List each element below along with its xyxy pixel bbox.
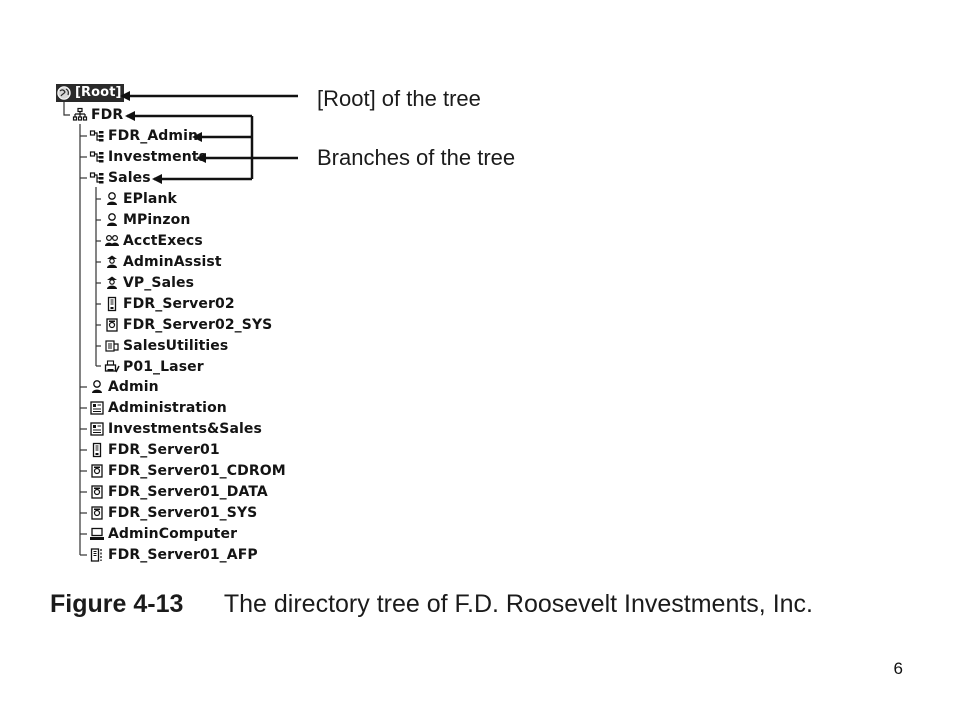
tree-node-fdr-admin[interactable]: FDR_Admin xyxy=(89,127,198,145)
profile-icon xyxy=(90,401,104,415)
sales-child-label: FDR_Server02 xyxy=(123,296,235,312)
org-child-label: Administration xyxy=(108,400,227,416)
sales-child-label: P01_Laser xyxy=(123,359,204,375)
volume-icon xyxy=(91,464,103,478)
organizational-role-icon xyxy=(107,276,117,289)
org-child-label: AdminComputer xyxy=(108,526,238,542)
tree-node-investments[interactable]: Investments xyxy=(89,148,207,166)
organizational-role-icon xyxy=(107,255,117,268)
tree-node-fdr-server02-sys[interactable]: FDR_Server02_SYS xyxy=(104,316,272,334)
organization-icon xyxy=(72,107,88,121)
root-annotation: [Root] of the tree xyxy=(317,86,481,111)
tree-node-fdr-server01[interactable]: FDR_Server01 xyxy=(89,441,220,459)
volume-icon xyxy=(91,485,103,499)
profile-icon xyxy=(90,422,104,436)
tree-node-admin[interactable]: Admin xyxy=(89,378,159,396)
sales-child-label: AcctExecs xyxy=(123,233,203,249)
group-icon xyxy=(105,234,119,246)
tree-node-acctexecs[interactable]: AcctExecs xyxy=(104,232,203,250)
organization-label: FDR xyxy=(91,107,124,123)
tree-node-fdr-server01-data[interactable]: FDR_Server01_DATA xyxy=(89,483,268,501)
branch-label: FDR_Admin xyxy=(108,128,199,144)
computer-icon xyxy=(90,527,104,540)
sales-child-label: VP_Sales xyxy=(123,275,195,291)
volume-icon xyxy=(91,506,103,520)
user-icon xyxy=(92,380,102,393)
org-child-label: FDR_Server01_CDROM xyxy=(108,463,286,479)
tree-node-investments-sales[interactable]: Investments&Sales xyxy=(89,420,262,438)
tree-node-eplank[interactable]: EPlank xyxy=(104,190,177,208)
org-child-label: FDR_Server01_AFP xyxy=(108,547,258,563)
tree-node-fdr-server01-sys[interactable]: FDR_Server01_SYS xyxy=(89,504,257,522)
tree-node-organization[interactable]: FDR xyxy=(72,106,123,124)
tree-root-label: [Root] xyxy=(75,85,122,100)
tree-node-adminassist[interactable]: AdminAssist xyxy=(104,253,222,271)
tree-root-node[interactable]: [Root] xyxy=(56,84,124,102)
tree-node-salesutilities[interactable]: SalesUtilities xyxy=(104,337,228,355)
user-icon xyxy=(107,213,117,226)
tree-node-mpinzon[interactable]: MPinzon xyxy=(104,211,190,229)
tree-node-fdr-server01-cdrom[interactable]: FDR_Server01_CDROM xyxy=(89,462,286,480)
server-icon xyxy=(107,296,117,312)
directory-map-icon xyxy=(105,340,119,352)
sales-child-label: FDR_Server02_SYS xyxy=(123,317,273,333)
org-child-label: FDR_Server01 xyxy=(108,442,220,458)
globe-icon xyxy=(57,86,71,100)
org-child-label: FDR_Server01_SYS xyxy=(108,505,258,521)
tree-node-admincomputer[interactable]: AdminComputer xyxy=(89,525,237,543)
afp-server-icon xyxy=(90,548,102,562)
organizational-unit-icon xyxy=(89,151,104,163)
sales-child-label: MPinzon xyxy=(123,212,191,228)
page-number: 6 xyxy=(893,659,903,678)
org-child-label: FDR_Server01_DATA xyxy=(108,484,268,500)
volume-icon xyxy=(106,318,118,332)
branch-label: Investments xyxy=(108,149,207,165)
org-child-label: Admin xyxy=(108,379,159,395)
tree-node-p01-laser[interactable]: P01_Laser xyxy=(104,358,204,376)
tree-node-vp-sales[interactable]: VP_Sales xyxy=(104,274,194,292)
figure-number: Figure 4-13 xyxy=(50,590,184,618)
branch-label: Sales xyxy=(108,170,151,186)
sales-child-label: EPlank xyxy=(123,191,177,207)
branches-annotation: Branches of the tree xyxy=(317,145,516,170)
sales-child-label: AdminAssist xyxy=(123,254,222,270)
org-child-label: Investments&Sales xyxy=(108,421,262,437)
user-icon xyxy=(107,192,117,205)
figure-caption-text: The directory tree of F.D. Roosevelt Inv… xyxy=(223,590,813,618)
tree-node-administration[interactable]: Administration xyxy=(89,399,227,417)
printer-icon xyxy=(104,360,120,373)
organizational-unit-icon xyxy=(89,130,104,142)
server-icon xyxy=(92,442,102,458)
sales-child-label: SalesUtilities xyxy=(123,338,229,354)
tree-node-sales[interactable]: Sales xyxy=(89,169,151,187)
tree-node-fdr-server02[interactable]: FDR_Server02 xyxy=(104,295,235,313)
figure-caption: Figure 4-13 The directory tree of F.D. R… xyxy=(50,590,813,619)
directory-tree: [Root] FDR FDR_Admin Investments xyxy=(56,84,316,572)
organizational-unit-icon xyxy=(89,172,104,184)
tree-node-fdr-server01-afp[interactable]: FDR_Server01_AFP xyxy=(89,546,258,564)
